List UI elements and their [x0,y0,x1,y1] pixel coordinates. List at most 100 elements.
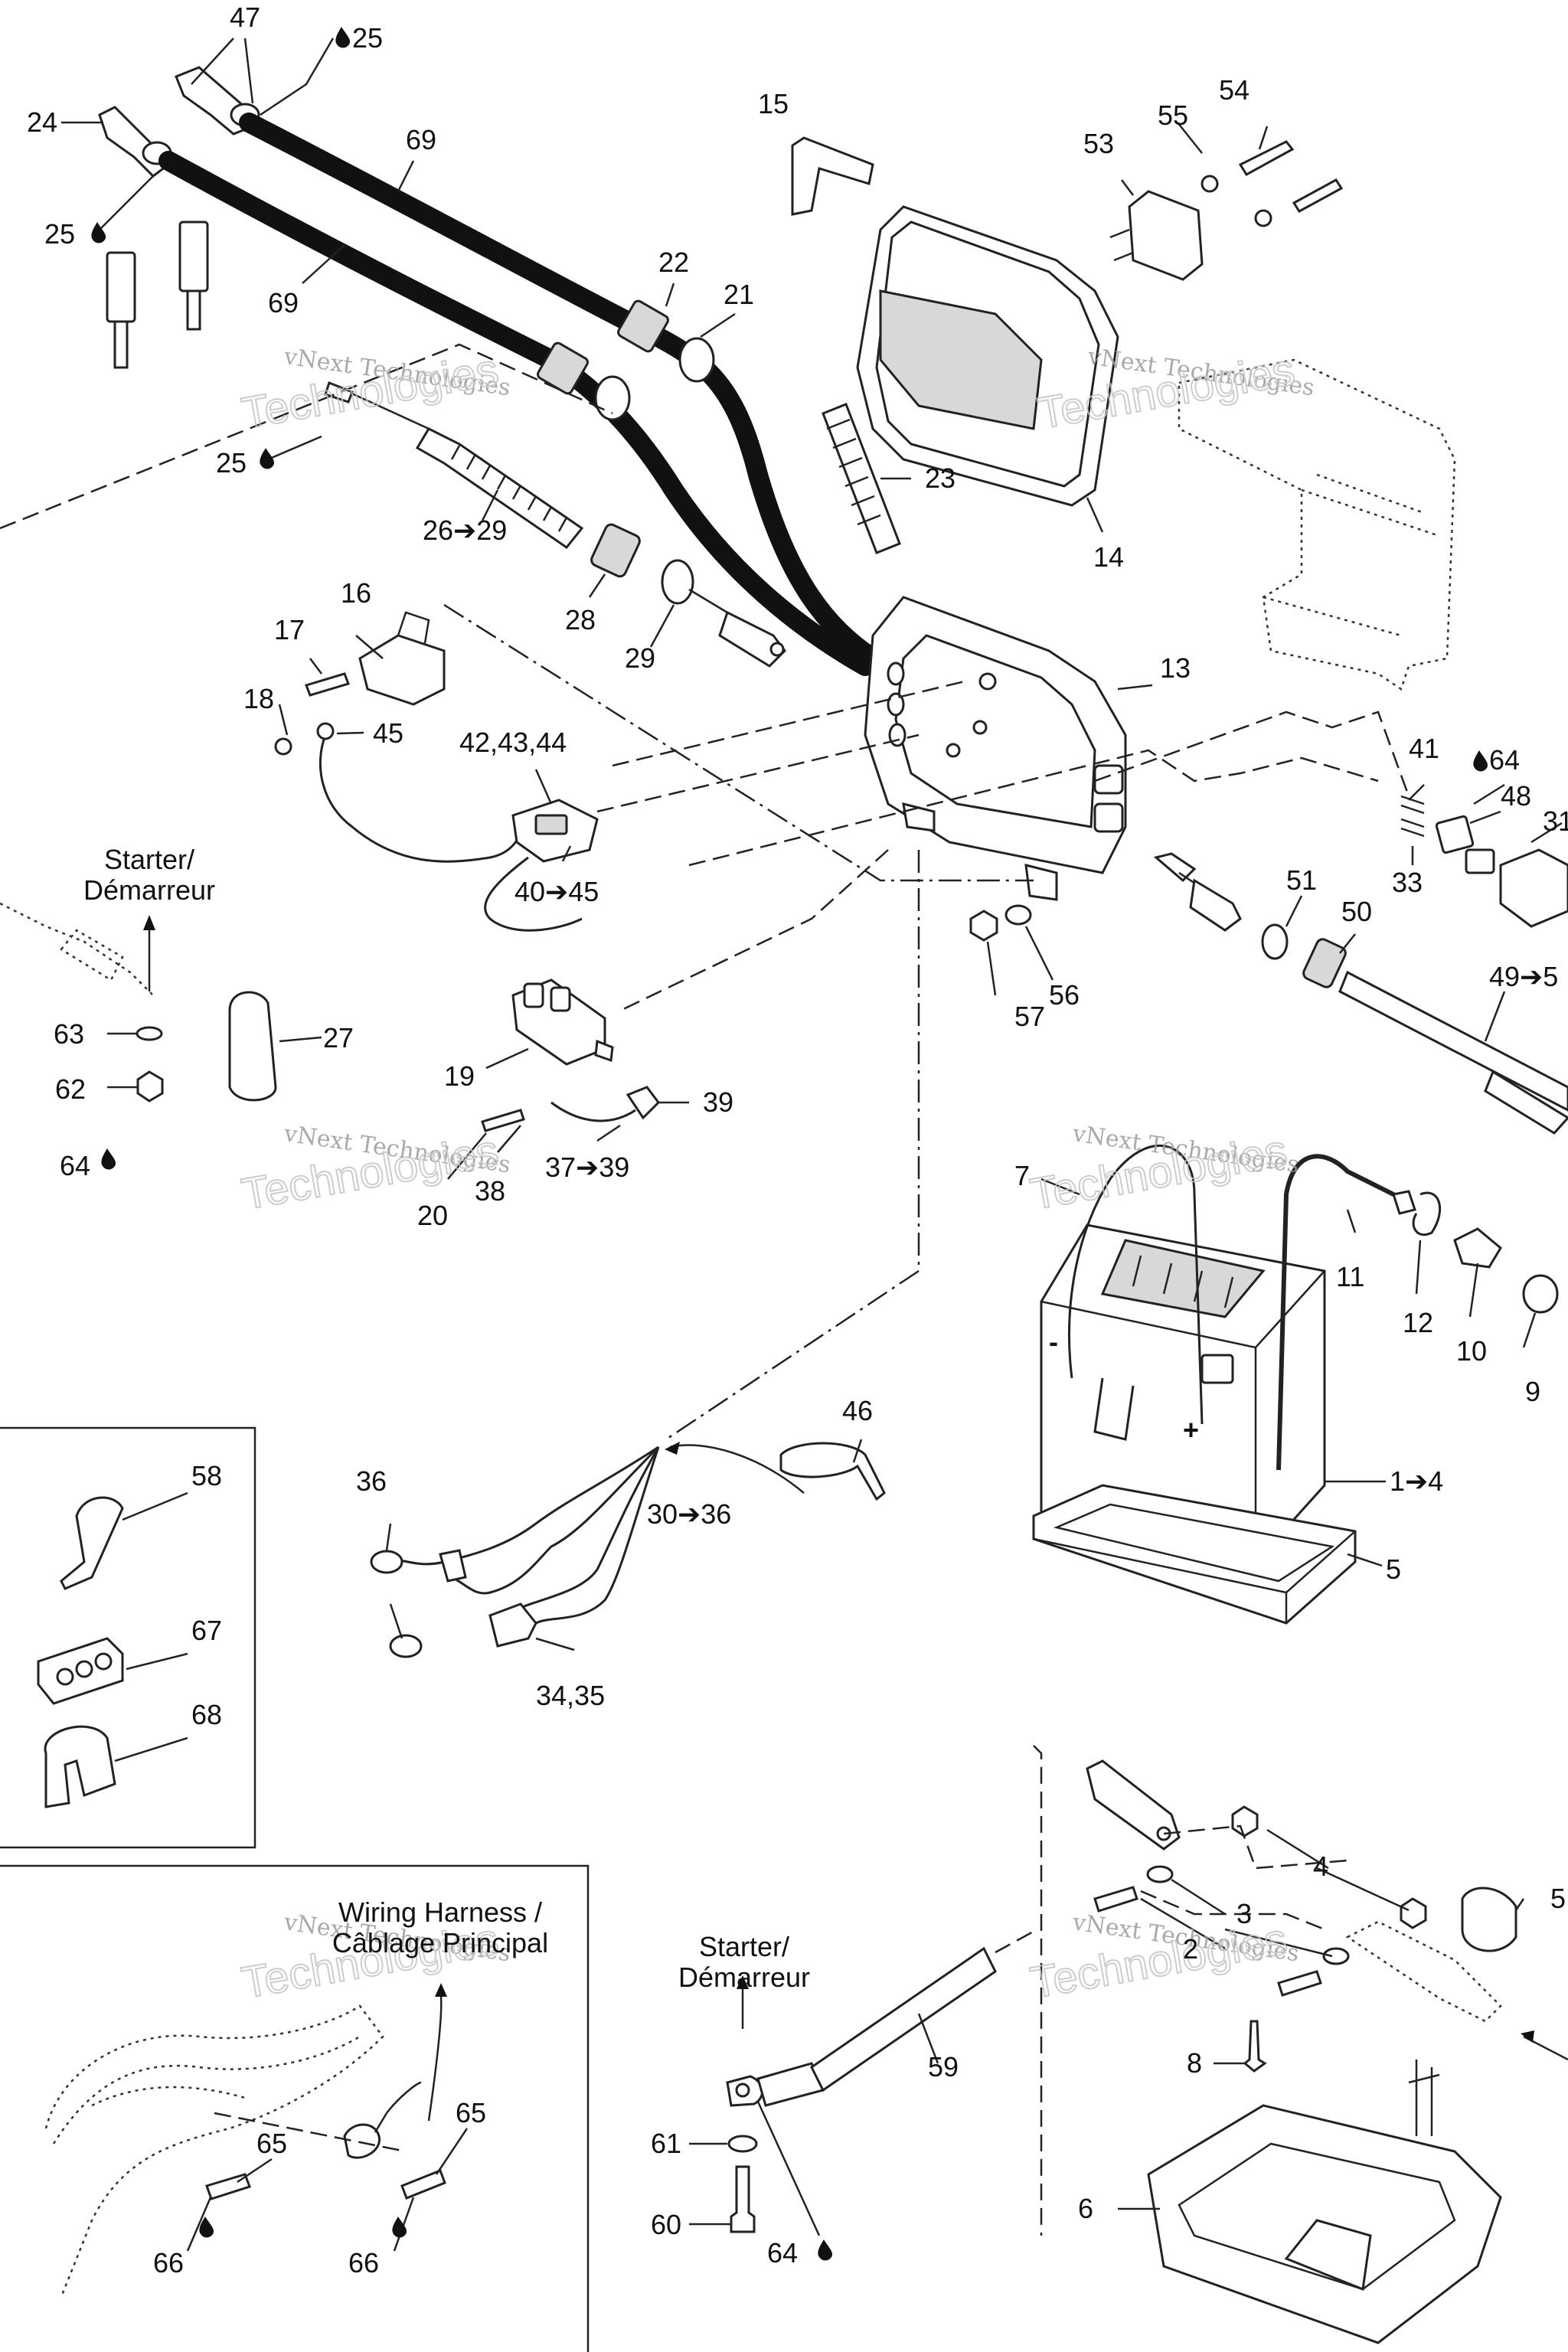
callout-label: 45 [373,717,403,749]
callout-label: 8 [1187,2047,1202,2079]
callout-label: 51 [1286,864,1317,896]
routing-line-4 [1094,710,1410,797]
callout-label: 49➔5 [1489,961,1558,992]
callout-label: 12 [1403,1307,1433,1338]
callout-label: 2 [1183,1933,1198,1965]
callout-label: 15 [758,88,789,119]
starter-terminal-right [1345,1920,1502,2023]
callout-label: 59 [928,2051,959,2082]
terminal-cap-27 [228,991,277,1102]
callout-label: 65 [256,2128,287,2159]
nut-4 [1231,1805,1259,1838]
callout-label: 1➔4 [1390,1465,1443,1497]
electrical-box-cover [856,205,1119,507]
battery-pad [1032,1484,1357,1625]
callout-label: 9 [1525,1376,1540,1407]
washer-56 [1004,904,1032,926]
callout-label: 64 [60,1150,90,1181]
callout-label: 48 [1501,780,1531,812]
callout-label: 4 [1313,1851,1328,1882]
rectifier-module [1109,190,1204,281]
routing-line-6 [665,850,920,1441]
callout-label: 57 [1014,1001,1045,1032]
callout-label: 56 [1049,979,1080,1011]
washer-61 [727,2135,758,2153]
callout-label: 41 [1409,733,1439,764]
callout-label: 25 [216,447,247,479]
battery-cable-lower [1086,1759,1181,1851]
bolt-2 [1093,1886,1138,1913]
callout-label: 31 [1543,805,1568,837]
callout-label: 13 [1160,652,1191,684]
fuse-holder-parts [1400,795,1568,928]
callout-label: 3 [1236,1898,1252,1929]
callout-label: 10 [1456,1335,1487,1367]
callout-label: 24 [27,106,57,138]
callout-label: 61 [651,2128,681,2159]
svg-text:-: - [1049,1326,1058,1357]
positive-cable [1153,852,1568,1135]
callout-label: 50 [1341,896,1372,927]
switch-assembly [274,611,446,756]
starter-heading-bottom-line1: Starter/ [699,1931,789,1962]
callout-label: 42,43,44 [459,727,567,758]
callout-label: 66 [348,2247,379,2278]
routing-line-10 [1140,1890,1325,1931]
callout-label: 7 [1014,1160,1030,1191]
electrical-box [864,596,1127,901]
nut-57 [969,910,998,942]
cable-tie-58 [60,1496,124,1590]
callout-label: 62 [55,1073,86,1105]
callout-label: 40➔45 [514,876,599,907]
starter-cable [726,1946,997,2107]
battery-strap [1068,1145,1204,1441]
battery-tray [1147,2060,1502,2344]
cable-tie-46 [779,1442,886,1501]
callout-label: 55 [1158,100,1188,131]
nut-62 [136,1070,164,1102]
connector-housing [511,799,599,863]
callout-label: 64 [767,2237,798,2269]
callout-label: 20 [417,1200,448,1231]
callout-label: 5 [1386,1553,1401,1585]
support-bracket [1178,358,1456,691]
callout-label: 19 [444,1060,475,1092]
callout-label: 11 [1336,1261,1364,1292]
cap-9 [1522,1274,1559,1314]
starter-heading-left-line2: Démarreur [83,874,215,906]
callout-label: 25 [352,22,383,54]
bolt-60 [730,2165,756,2233]
callout-label: 29 [625,642,655,674]
callout-label: 36 [356,1465,387,1497]
connector-lead [484,856,583,932]
callout-label: 23 [925,462,956,494]
callout-label: 27 [323,1022,354,1054]
callout-label: 66 [153,2247,184,2278]
callout-label: 69 [406,124,436,155]
bolt-65-right [400,2169,446,2200]
callout-label: 46 [842,1395,873,1426]
wiring-harness-small [370,1446,660,1658]
callout-label: 25 [44,218,75,250]
clip-68 [44,1725,116,1808]
callout-label: 21 [724,279,754,310]
callout-label: 14 [1093,541,1124,573]
starter-heading-left-line1: Starter/ [104,844,194,875]
wiring-harness-box-frame [0,1864,590,2352]
clamp-12 [1412,1191,1442,1236]
washer-3 [1146,1865,1174,1883]
callout-label: 22 [658,247,689,278]
routing-line-1 [443,603,1034,882]
callout-label: 38 [475,1175,505,1207]
terminal-cap-5 [1461,1886,1517,1952]
harness-ground-lead [343,2123,381,2159]
callout-label: 68 [191,1699,222,1730]
callout-label: 18 [243,683,274,714]
vent-fitting-10 [1453,1227,1502,1269]
svg-text:+: + [1183,1414,1199,1446]
washer-3b [1322,1947,1350,1965]
rivet-8 [1243,2020,1267,2073]
ignition-coil [511,978,614,1066]
leader-lines [61,38,1563,2252]
